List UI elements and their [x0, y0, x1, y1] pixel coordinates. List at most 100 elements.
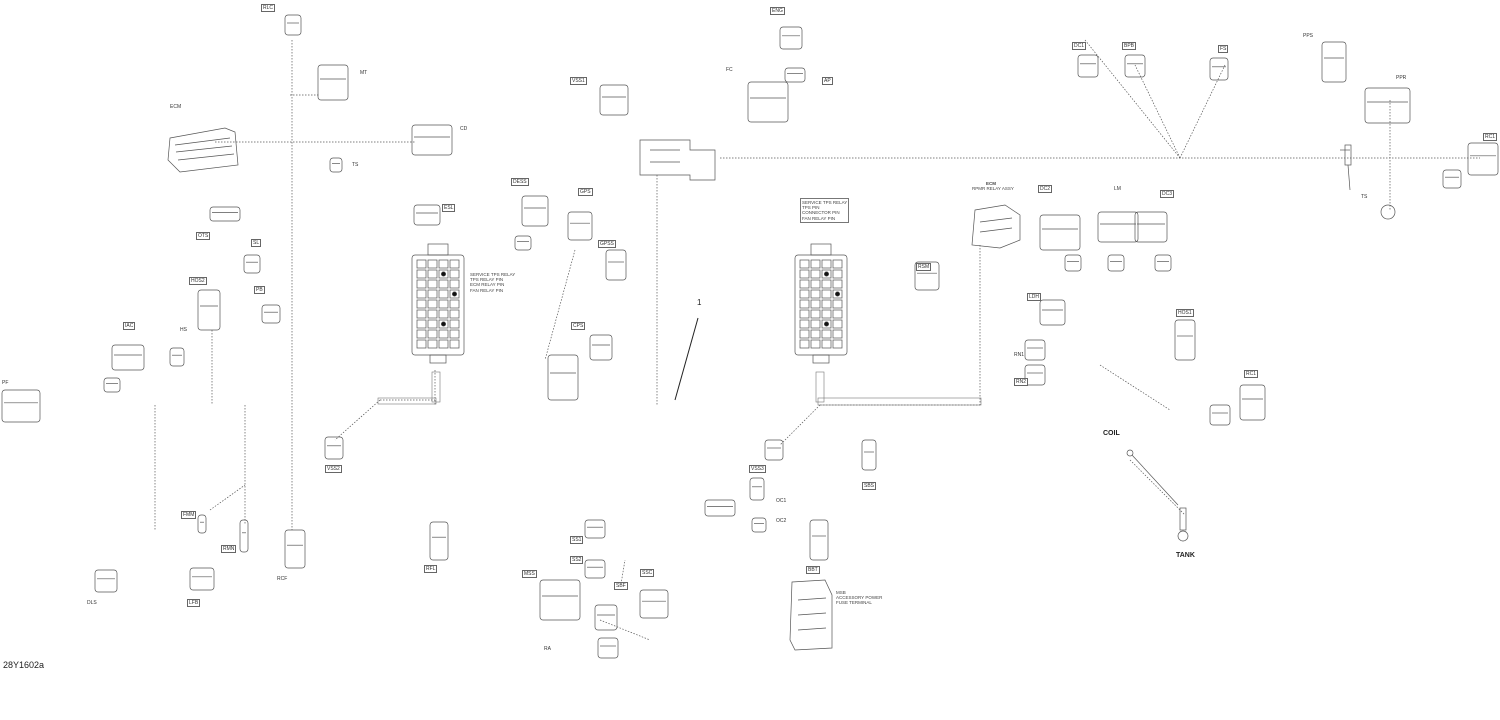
- label-ra: RA: [544, 646, 551, 652]
- fuse-cell: [799, 259, 810, 269]
- label-coil: COIL: [1103, 430, 1120, 437]
- connector-shape: [784, 67, 806, 83]
- fuse-cell: [449, 279, 460, 289]
- label-gps: GPS: [578, 188, 593, 196]
- label-rfl: RFL: [424, 565, 438, 573]
- connector-shape: [284, 529, 306, 569]
- fuse-cell: [821, 289, 832, 299]
- label-bbt: BBT: [806, 566, 820, 574]
- fuse-cell: [416, 269, 427, 279]
- label-oc1: OC1: [776, 498, 787, 504]
- connector-shape: [605, 249, 627, 281]
- label-hos2: HOS2: [189, 277, 207, 285]
- label-rc1: RC1: [1483, 133, 1498, 141]
- fuse-cell: [832, 329, 843, 339]
- bottom-block-note-2: ACCESSORY POWER: [836, 595, 883, 601]
- connector-shape: [597, 637, 619, 659]
- fuse-cell: [810, 279, 821, 289]
- fuse-cell: [821, 309, 832, 319]
- fuse-box-left-shape: [411, 243, 465, 364]
- connector-shape: [411, 124, 453, 156]
- fuse-cell: [449, 309, 460, 319]
- connector-shape: [639, 589, 669, 619]
- connector-shape: [521, 195, 549, 227]
- fuse-cell: [449, 319, 460, 329]
- connector-shape: [1024, 364, 1046, 386]
- fuse-box-right-shape: [794, 243, 848, 364]
- connector-shape: [1467, 142, 1499, 176]
- fuse-cell: [799, 319, 810, 329]
- connector-shape: [779, 26, 803, 50]
- fuse-cell: [438, 319, 449, 329]
- fuse-right-notes: SERVICE TPS RELAY TPS PIN CONNECTOR PIN …: [800, 198, 850, 223]
- connector-shape: [599, 84, 629, 116]
- label-dc3: DC3: [1160, 190, 1175, 198]
- label-ss1: SS1: [570, 536, 584, 544]
- ecm-block-note-1: ECM: [986, 181, 996, 186]
- label-tank: TANK: [1176, 552, 1195, 559]
- connector-shape: [751, 517, 767, 533]
- fuse-cell: [810, 319, 821, 329]
- connector-shape: [324, 436, 344, 460]
- label-bpb: BPB: [1122, 42, 1137, 50]
- connector-shape: [704, 499, 736, 517]
- connector-shape: [413, 204, 441, 226]
- connector-shape: [209, 206, 241, 222]
- label-pb: PB: [254, 286, 265, 294]
- fuse-left-note-2: TPS RELAY PIN: [470, 277, 504, 283]
- label-cps: CPS: [571, 322, 586, 330]
- fuse-left-note-1: SERVICE TPS RELAY: [470, 272, 516, 277]
- label-vss3: VSS3: [749, 465, 766, 473]
- fuse-cell: [427, 319, 438, 329]
- label-esl: ESL: [442, 204, 456, 212]
- fuse-cell: [438, 339, 449, 349]
- fuse-cell: [810, 269, 821, 279]
- label-iac: IAC: [123, 322, 136, 330]
- fuse-cell: [821, 269, 832, 279]
- label-rmn: RMN: [221, 545, 237, 553]
- fuse-left-notes: SERVICE TPS RELAY TPS RELAY PIN ECM RELA…: [470, 272, 515, 293]
- label-hs: HS: [180, 327, 187, 333]
- connector-shape: [914, 261, 940, 291]
- label-ap: AP: [822, 77, 833, 85]
- label-eng: ENG: [770, 7, 785, 15]
- ecm-block-note-2: RPMR RELAY ASSY: [972, 186, 1014, 192]
- fuse-cell: [799, 329, 810, 339]
- label-dess: DESS: [511, 178, 529, 186]
- label-ss2: SS2: [570, 556, 584, 564]
- fuse-cell: [799, 299, 810, 309]
- connector-shape: [1321, 41, 1347, 83]
- fuse-cell: [438, 309, 449, 319]
- fuse-cell: [427, 329, 438, 339]
- label-sbs: SBS: [862, 482, 877, 490]
- fuse-cell: [438, 299, 449, 309]
- fuse-cell: [832, 299, 843, 309]
- label-ssc: SSC: [640, 569, 655, 577]
- fuse-cell: [832, 289, 843, 299]
- fuse-right-note-4: FAN RELAY PIN: [802, 215, 836, 221]
- label-ecm: ECM: [170, 104, 182, 110]
- connector-shape: [1209, 57, 1229, 81]
- fuse-cell: [799, 289, 810, 299]
- coil-tank-cable: [1126, 144, 1396, 542]
- connector-shape: [747, 81, 789, 123]
- connector-shape: [169, 347, 185, 367]
- label-hos1: HOS1: [1176, 309, 1194, 317]
- label-rc1b: RC1: [1244, 370, 1259, 378]
- connector-shape: [1064, 254, 1082, 272]
- fuse-cell: [449, 269, 460, 279]
- connector-shape: [1107, 254, 1125, 272]
- fuse-cell: [416, 259, 427, 269]
- fuse-cell: [799, 279, 810, 289]
- fuse-cell: [799, 309, 810, 319]
- label-rn2: RN2: [1014, 378, 1029, 386]
- label-ldh: LDH: [1027, 293, 1042, 301]
- label-lfb: LFB: [187, 599, 201, 607]
- label-vss1: VSS1: [570, 77, 587, 85]
- label-ts2: TS: [1361, 194, 1368, 200]
- fuse-cell: [427, 269, 438, 279]
- label-fmm: FMM: [181, 511, 197, 519]
- fuse-dot: [440, 321, 447, 327]
- label-gpss: GPSS: [598, 240, 616, 248]
- label-pf: PF: [2, 380, 9, 386]
